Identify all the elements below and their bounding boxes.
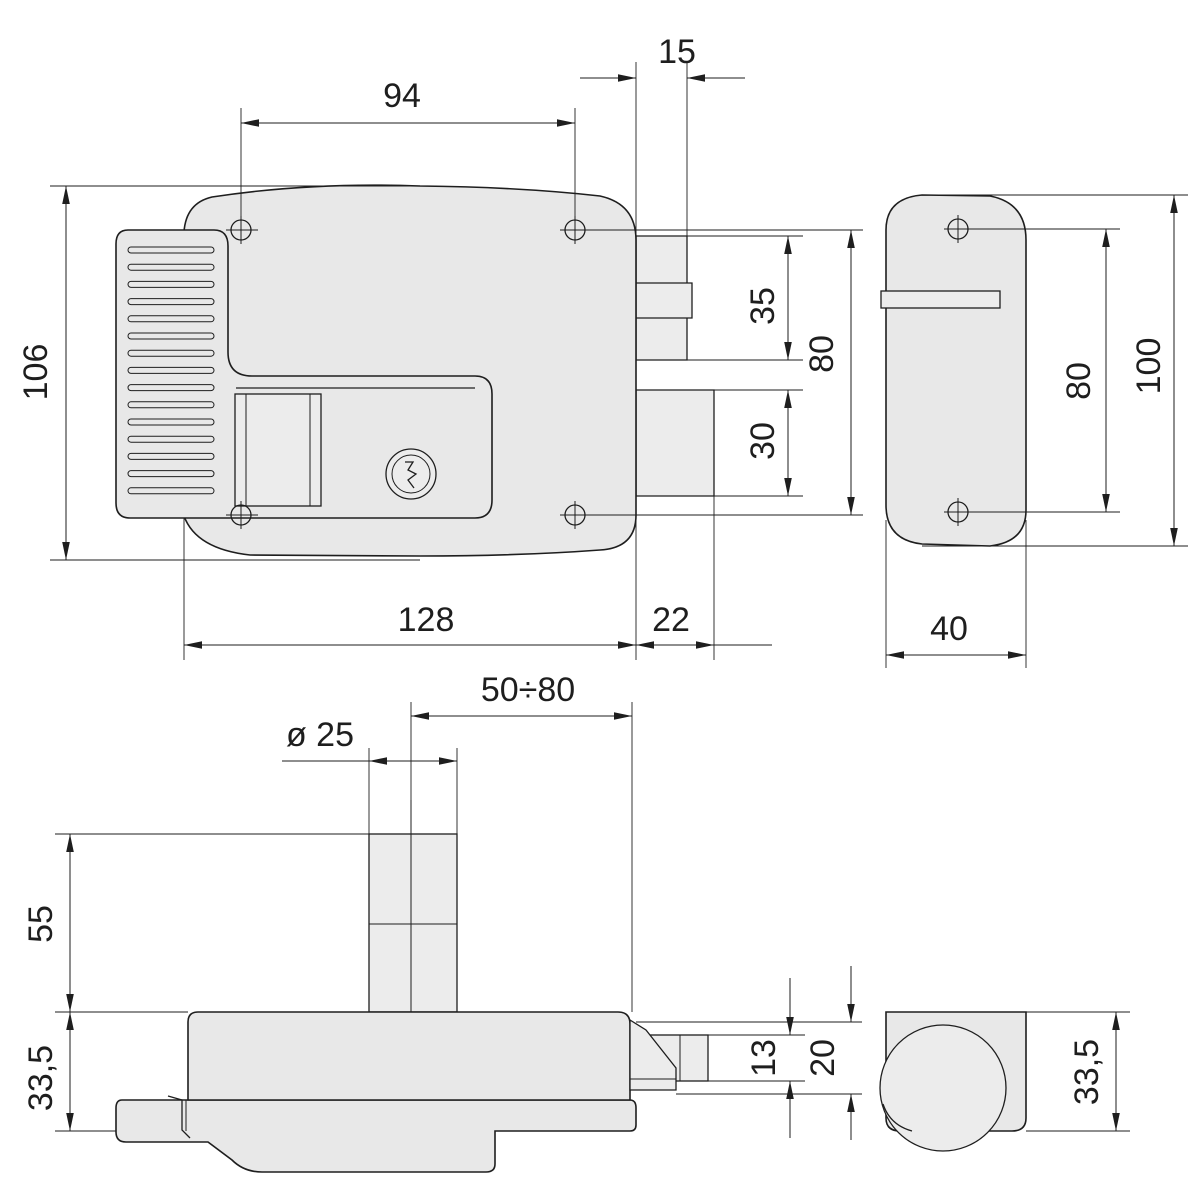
dim-100-label: 100	[1130, 338, 1168, 395]
side-handle-plate	[115, 1099, 637, 1173]
dead-bolt	[635, 389, 715, 497]
keeper-dimensions: 80 100 40	[885, 194, 1188, 668]
key-cylinder	[385, 448, 437, 500]
grill-slot	[127, 384, 215, 392]
side-dimensions: 50÷80 ø 25 55 33,5 13 20	[22, 671, 862, 1140]
slide-button[interactable]	[234, 393, 322, 507]
grill-slot	[127, 366, 215, 374]
dim-40-label: 40	[930, 610, 968, 648]
grill-slots	[127, 246, 215, 495]
front-dimensions: 94 15 106 35 30 80 128	[17, 33, 863, 660]
grill-slot	[127, 315, 215, 323]
lock-side-view	[115, 800, 709, 1173]
grill-slot	[127, 435, 215, 443]
grill-slot	[127, 349, 215, 357]
side-body	[187, 1011, 631, 1101]
dim-33-5-right-label: 33,5	[1068, 1039, 1106, 1105]
grill-slot	[127, 332, 215, 340]
dim-25-label: ø 25	[286, 716, 354, 754]
dim-20-label: 20	[804, 1039, 842, 1077]
dim-80-body-label: 80	[803, 335, 841, 373]
cylinder-tube	[368, 833, 458, 1013]
dim-55-label: 55	[22, 905, 60, 943]
dim-30-label: 30	[744, 422, 782, 460]
keeper-slot	[880, 290, 1001, 309]
keeper-side-view	[879, 1011, 1027, 1152]
grill-slot	[127, 487, 215, 495]
dim-33-5-left-label: 33,5	[22, 1045, 60, 1111]
dim-22-label: 22	[652, 601, 690, 639]
keeper-side-round	[879, 1024, 1007, 1152]
dim-13-label: 13	[745, 1039, 783, 1077]
keeper-side-dimensions: 33,5	[1026, 1011, 1130, 1132]
grill-slot	[127, 470, 215, 478]
handle-plate	[115, 229, 493, 519]
dim-128-label: 128	[398, 601, 455, 639]
grill-slot	[127, 246, 215, 254]
grill-slot	[127, 280, 215, 288]
grill-slot	[127, 263, 215, 271]
dim-35-label: 35	[744, 287, 782, 325]
lock-front-view	[115, 184, 715, 557]
dim-50-80-label: 50÷80	[481, 671, 575, 709]
dim-106-label: 106	[17, 344, 55, 401]
grill-slot	[127, 298, 215, 306]
keeper-body	[885, 194, 1027, 547]
grill-slot	[127, 418, 215, 426]
dim-80-keeper-label: 80	[1060, 362, 1098, 400]
grill-slot	[127, 401, 215, 409]
grill-slot	[127, 452, 215, 460]
keeper-view	[880, 194, 1027, 547]
dim-94-label: 94	[383, 77, 421, 115]
dim-15-label: 15	[658, 33, 696, 71]
latch-bolt-tip	[635, 282, 693, 319]
